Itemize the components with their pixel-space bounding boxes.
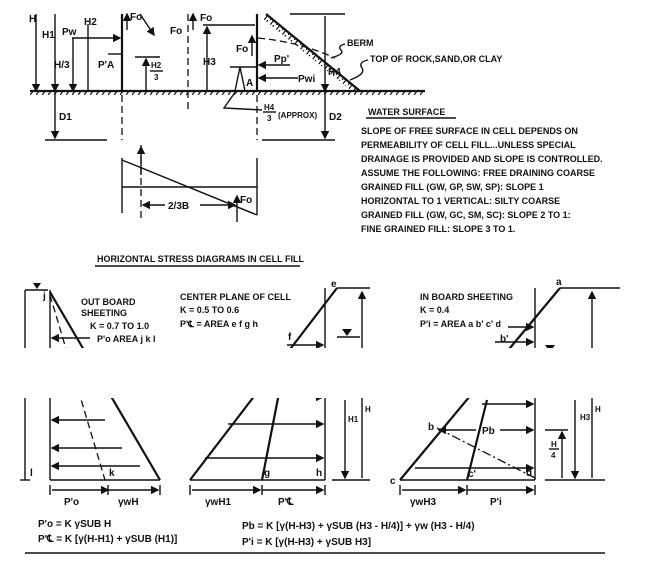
water-surface-title: WATER SURFACE <box>368 107 445 117</box>
point-k: k <box>109 468 115 479</box>
center-diagram: e f g h CENTER PLANE OF CELL K = 0.5 TO … <box>180 279 371 508</box>
outboard-diagram: j k l OUT BOARD SHEETING K = 0.7 TO 1.0 … <box>20 283 161 508</box>
point-h: h <box>316 468 322 479</box>
point-a: a <box>556 277 562 288</box>
berm-leader <box>330 43 346 59</box>
center-base-right: P'℄ <box>278 497 294 508</box>
label-H4: H4 <box>328 67 341 78</box>
note-line: HORIZONTAL TO 1 VERTICAL: SILTY COARSE <box>361 196 560 206</box>
inboard-base-left: γwH3 <box>410 497 437 508</box>
formula-pcl: P'℄ = K [γ(H-H1) + γSUB (H1)] <box>38 534 177 545</box>
point-f: f <box>288 332 292 343</box>
point-d: d <box>526 468 532 479</box>
label-Pwi: Pwi <box>298 74 315 85</box>
cell-section: H H1 Pw H2 H/3 P'A Fo H2 3 Fo Fo H3 Fo A… <box>29 12 502 141</box>
label-H: H <box>595 405 601 414</box>
label-berm: BERM <box>347 38 374 48</box>
point-b: b <box>428 422 434 433</box>
label-approx: (APPROX) <box>278 111 317 120</box>
label-H4-num: H <box>551 440 557 449</box>
label-H3: H3 <box>203 57 216 68</box>
inboard-dash-dot-line <box>436 427 536 479</box>
outboard-area: P'o AREA j k l <box>97 334 155 344</box>
inboard-area: P'i = AREA a b' c' d <box>420 319 501 329</box>
resultant-arrow <box>139 13 155 37</box>
label-H2-3-den: 3 <box>154 73 159 82</box>
point-e: e <box>331 279 337 290</box>
note-line: DRAINAGE IS PROVIDED AND SLOPE IS CONTRO… <box>361 154 603 164</box>
outboard-k: K = 0.7 TO 1.0 <box>90 321 149 331</box>
center-area: P'℄ = AREA e f g h <box>180 319 258 329</box>
label-D1: D1 <box>59 112 72 123</box>
ground-hatch <box>30 91 425 95</box>
center-k: K = 0.5 TO 0.6 <box>180 305 239 315</box>
formula-pi: P'i = K [γ(H-H3) + γSUB H3] <box>242 537 371 548</box>
note-line: GRAINED FILL (GW, GP, SW, SP): SLOPE 1 <box>361 182 544 192</box>
inboard-k: K = 0.4 <box>420 305 449 315</box>
label-A: A <box>246 78 253 89</box>
label-2-3B: 2/3B <box>168 201 189 212</box>
formulas: P'o = K γSUB H P'℄ = K [γ(H-H1) + γSUB (… <box>38 519 475 548</box>
scan-gap <box>0 348 650 398</box>
outboard-effective-line <box>49 294 106 481</box>
stress-diagrams-title: HORIZONTAL STRESS DIAGRAMS IN CELL FILL <box>97 254 305 264</box>
center-base-left: γwH1 <box>205 497 232 508</box>
center-effective-line <box>260 387 282 481</box>
label-F0-base: Fo <box>240 195 252 206</box>
inboard-effective-line <box>465 399 489 481</box>
point-g: g <box>264 468 270 479</box>
water-level-icon <box>342 329 352 336</box>
center-title: CENTER PLANE OF CELL <box>180 292 292 302</box>
water-level-icon <box>33 283 41 289</box>
label-H4-3-num: H4 <box>264 103 275 112</box>
label-Pp: Pp' <box>274 54 289 65</box>
note-line: FINE GRAINED FILL: SLOPE 3 TO 1. <box>361 224 515 234</box>
berm-slope <box>265 13 361 92</box>
point-A-leader <box>222 66 263 111</box>
label-H: H <box>365 405 371 414</box>
note-line: ASSUME THE FOLLOWING: FREE DRAINING COAR… <box>361 168 595 178</box>
label-D2: D2 <box>329 112 342 123</box>
point-c-prime: c' <box>468 469 476 480</box>
note-line: SLOPE OF FREE SURFACE IN CELL DEPENDS ON <box>361 126 578 136</box>
label-F0-3: Fo <box>200 13 212 24</box>
outboard-base-left: P'o <box>64 497 79 508</box>
label-H2: H2 <box>84 17 97 28</box>
note-line: PERMEABILITY OF CELL FILL...UNLESS SPECI… <box>361 140 576 150</box>
free-water-surface <box>257 37 336 59</box>
inboard-diagram: a b' b c c' d IN BOARD SHEETING K = 0.4 … <box>390 277 620 508</box>
label-PA: P'A <box>98 60 114 71</box>
label-Pb: Pb <box>482 426 495 437</box>
label-H4-3-den: 3 <box>267 114 272 123</box>
label-H1: H1 <box>348 415 359 424</box>
point-b-prime: b' <box>500 334 509 345</box>
label-F0-4: Fo <box>236 44 248 55</box>
label-F0-1: Fo <box>130 12 142 23</box>
outboard-title-2: SHEETING <box>81 308 127 318</box>
label-H-third: H/3 <box>54 60 70 71</box>
rock-leader <box>349 59 369 81</box>
note-line: GRAINED FILL (GW, GC, SM, SC): SLOPE 2 T… <box>361 210 571 220</box>
outboard-base-right: γwH <box>118 497 139 508</box>
inboard-title: IN BOARD SHEETING <box>420 292 513 302</box>
label-F0-2: Fo <box>170 26 182 37</box>
inboard-base-right: P'i <box>490 497 502 508</box>
point-l: l <box>30 468 33 479</box>
label-top-of-rock: TOP OF ROCK,SAND,OR CLAY <box>370 54 502 64</box>
label-H2-3-num: H2 <box>151 61 162 70</box>
formula-pb: Pb = K [γ(H-H3) + γSUB (H3 - H/4)] + γw … <box>242 521 475 532</box>
label-H4-den: 4 <box>551 451 556 460</box>
outboard-title: OUT BOARD <box>81 297 136 307</box>
label-H3: H3 <box>580 413 591 422</box>
formula-po: P'o = K γSUB H <box>38 519 111 530</box>
label-H: H <box>29 14 36 25</box>
label-Pw: Pw <box>62 27 77 38</box>
base-pressure-diagram: 2/3B Fo <box>121 145 258 222</box>
water-surface-note: WATER SURFACE SLOPE OF FREE SURFACE IN C… <box>361 107 603 234</box>
label-H1: H1 <box>42 30 55 41</box>
point-j: j <box>42 291 46 302</box>
point-c: c <box>390 476 396 487</box>
